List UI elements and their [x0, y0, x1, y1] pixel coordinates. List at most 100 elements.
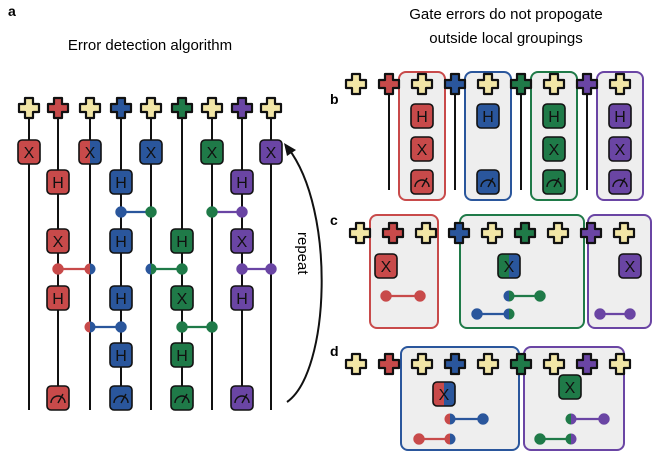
- a-gate-x-2-letter: X: [85, 145, 96, 162]
- d-gate-x-red: X: [432, 381, 456, 407]
- d-plus-6-shape: [509, 352, 533, 376]
- a-measure-purple-arc: [234, 395, 250, 404]
- a-plus-2-shape: [46, 96, 70, 120]
- c-gate-x-purple: X: [618, 253, 642, 279]
- c-plus-5-shape: [480, 221, 504, 245]
- d-plus-2-shape: [377, 352, 401, 376]
- a-gate-h-blue-1: H: [109, 169, 133, 195]
- b-gate-h-purple-box: [608, 103, 632, 129]
- b-plus-6: [509, 72, 533, 96]
- b-group-green: [530, 71, 578, 201]
- a-measure-blue: [109, 385, 133, 411]
- b-plus-5: [476, 72, 500, 96]
- c-dot-blue-b: [503, 308, 515, 320]
- d-dot-green-b-right: [571, 433, 577, 445]
- d-plus-6: [509, 352, 533, 376]
- d-plus-3: [410, 352, 434, 376]
- b-plus-4: [443, 72, 467, 96]
- a-dot-blue-2a-right: [90, 321, 96, 333]
- a-gate-x-2-border: [78, 139, 102, 165]
- d-dot-green-b-left: [565, 433, 571, 445]
- b-plus-5-shape: [476, 72, 500, 96]
- b-gate-h-green: H: [542, 103, 566, 129]
- a-measure-red-arc: [50, 395, 66, 404]
- b-gate-h-blue: H: [476, 103, 500, 129]
- b-measure-blue: [476, 169, 500, 195]
- a-gate-x-5-letter: X: [266, 145, 277, 162]
- repeat-arrow-curve: [286, 147, 323, 403]
- a-plus-6-shape: [170, 96, 194, 120]
- b-gate-x-green-box: [542, 136, 566, 162]
- a-gate-x-1-box: [17, 139, 41, 165]
- a-gate-x-4-box: [200, 139, 224, 165]
- a-plus-8: [230, 96, 254, 120]
- a-dot-red-1b-left: [84, 263, 90, 275]
- d-dot-red-b: [444, 433, 456, 445]
- a-plus-3-shape: [78, 96, 102, 120]
- b-gate-x-red-box: [410, 136, 434, 162]
- panel-label-a: a: [8, 3, 16, 19]
- a-plus-1-shape: [17, 96, 41, 120]
- title-left: Error detection algorithm: [68, 37, 232, 54]
- a-gate-h-red-1-letter: H: [52, 175, 64, 192]
- a-dot-red-1b-right: [90, 263, 96, 275]
- d-dot-blue-b: [477, 413, 489, 425]
- c-dot-green-b: [534, 290, 546, 302]
- c-gate-x-red-box: [374, 253, 398, 279]
- c-dot-blue-b-left: [503, 308, 509, 320]
- a-gate-h-blue-1-box: [109, 169, 133, 195]
- a-gate-h-blue-1-letter: H: [115, 175, 127, 192]
- b-gate-h-blue-box: [476, 103, 500, 129]
- title-right-line2: outside local groupings: [429, 30, 582, 47]
- a-gate-h-blue-3: H: [109, 285, 133, 311]
- a-gate-h-blue-4-letter: H: [115, 348, 127, 365]
- c-gate-x-blue-border: [497, 253, 521, 279]
- a-gate-x-5: X: [259, 139, 283, 165]
- c-plus-1-shape: [348, 221, 372, 245]
- d-plus-5: [476, 352, 500, 376]
- c-plus-8: [579, 221, 603, 245]
- d-plus-7: [542, 352, 566, 376]
- c-dot-red-b: [414, 290, 426, 302]
- a-dot-green-1a-right: [151, 263, 157, 275]
- c-plus-7-shape: [546, 221, 570, 245]
- connectors: [52, 206, 636, 445]
- a-dot-purple-2b: [265, 263, 277, 275]
- a-plus-5: [139, 96, 163, 120]
- a-gate-h-blue-2-letter: H: [115, 234, 127, 251]
- b-plus-9-shape: [608, 72, 632, 96]
- a-gate-h-purple-2-letter: H: [236, 291, 248, 308]
- a-gate-x-green-box: [170, 285, 194, 311]
- b-plus-1-shape: [344, 72, 368, 96]
- a-gate-x-purple: X: [230, 228, 254, 254]
- b-gate-x-red-letter: X: [417, 142, 428, 159]
- a-gate-h-blue-4: H: [109, 342, 133, 368]
- b-gate-h-red-letter: H: [416, 109, 428, 126]
- c-dot-blue-a: [471, 308, 483, 320]
- b-gate-x-purple: X: [608, 136, 632, 162]
- b-measure-purple-box: [608, 169, 632, 195]
- repeat-arrowhead: [284, 143, 296, 156]
- c-dot-purple-b: [624, 308, 636, 320]
- a-gate-h-red-1-box: [46, 169, 70, 195]
- a-gate-x-red-letter: X: [53, 234, 64, 251]
- d-dot-purple-a: [565, 413, 577, 425]
- b-plus-7-shape: [542, 72, 566, 96]
- a-measure-purple-needle: [241, 393, 248, 404]
- b-plus-4-shape: [443, 72, 467, 96]
- b-group-blue: [464, 71, 512, 201]
- b-plus-9: [608, 72, 632, 96]
- a-gate-x-purple-box: [230, 228, 254, 254]
- b-gate-h-purple-letter: H: [614, 109, 626, 126]
- a-plus-1: [17, 96, 41, 120]
- c-plus-2-shape: [381, 221, 405, 245]
- d-plus-1-shape: [344, 352, 368, 376]
- c-plus-9-shape: [612, 221, 636, 245]
- b-measure-red: [410, 169, 434, 195]
- b-gate-x-purple-letter: X: [615, 142, 626, 159]
- a-dot-blue-2a-left: [84, 321, 90, 333]
- a-dot-blue-1b: [145, 206, 157, 218]
- d-plus-9: [608, 352, 632, 376]
- d-gate-x-red-border: [432, 381, 456, 407]
- a-measure-blue-box: [109, 385, 133, 411]
